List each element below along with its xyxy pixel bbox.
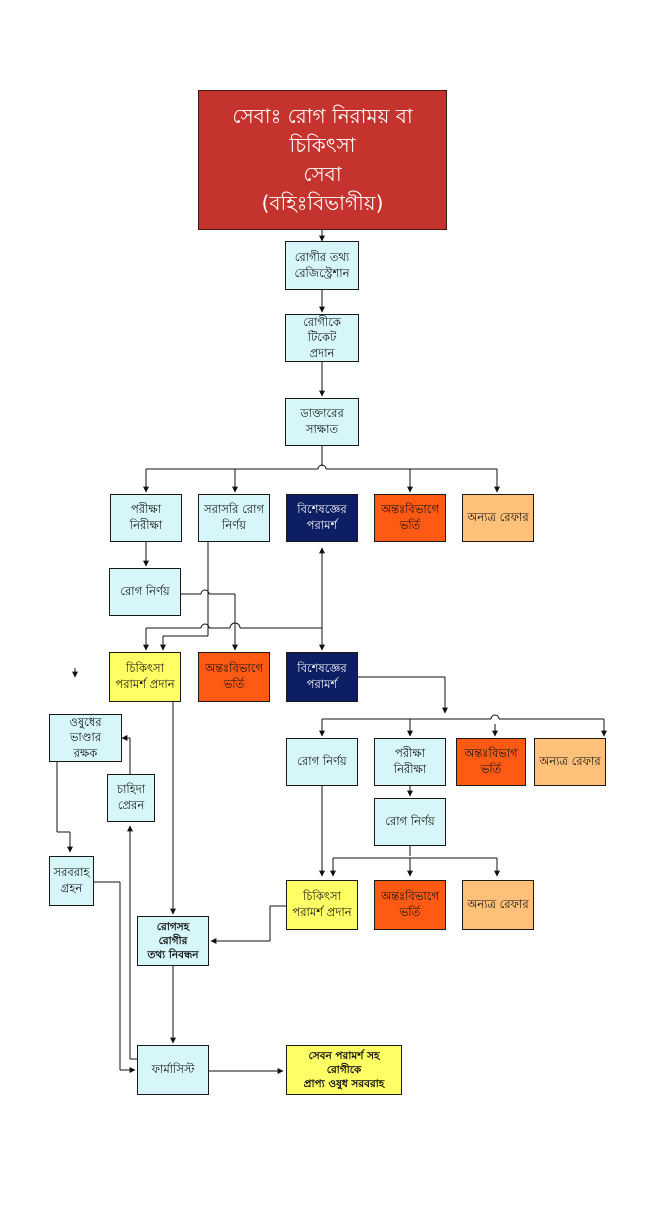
treatment-box-2: চিকিৎসা পরামর্শ প্রদান [286, 880, 358, 930]
store-keeper-box: ওষুধের ভাণ্ডার রক্ষক [49, 714, 122, 762]
refer-box-2: অন্যত্র রেফার [534, 738, 606, 786]
diagnosis-box-2: রোগ নির্ণয় [286, 738, 358, 786]
test-box-1: পরীক্ষা নিরীক্ষা [110, 494, 182, 542]
record-box: রোগসহ রোগীর তথ্য নিবন্ধন [137, 916, 209, 966]
registration-box: রোগীর তথ্য রেজিস্ট্রেশান [285, 241, 359, 290]
doctor-meet-box: ডাক্তারের সাক্ষাত [285, 398, 359, 446]
supply-receive-box: সরবরাহ গ্রহন [49, 856, 94, 906]
diagnosis-box-1: রোগ নির্ণয় [109, 568, 181, 616]
specialist-box-1: বিশেষজ্ঞের পরামর্শ [286, 494, 358, 542]
final-supply-box: সেবন পরামর্শ সহ রোগীকে প্রাপ্য ওষুধ সরবর… [286, 1045, 402, 1095]
pharmacist-box: ফার্মাসিস্ট [137, 1045, 209, 1095]
diagnosis-box-3: রোগ নির্ণয় [374, 798, 446, 846]
refer-box-3: অন্যত্র রেফার [462, 880, 534, 930]
admit-box-3: অন্তঃবিভাগ ভর্তি [456, 738, 526, 786]
specialist-box-2: বিশেষজ্ঞের পরামর্শ [286, 652, 358, 702]
admit-box-2: অন্তঃবিভাগে ভর্তি [198, 652, 270, 702]
admit-box-1: অন্তঃবিভাগে ভর্তি [374, 494, 446, 542]
direct-diagnosis-box: সরাসরি রোগ নির্ণয় [198, 494, 270, 542]
refer-box-1: অন্যত্র রেফার [462, 494, 534, 542]
demand-send-box: চাহিদা প্রেরন [107, 774, 155, 822]
admit-box-4: অন্তঃবিভাগে ভর্তি [374, 880, 446, 930]
treatment-box-1: চিকিৎসা পরামর্শ প্রদান [109, 652, 181, 702]
title-box: সেবাঃ রোগ নিরাময় বা চিকিৎসা সেবা (বহিঃব… [198, 90, 447, 230]
ticket-box: রোগীকে টিকেট প্রদান [285, 314, 359, 362]
test-box-2: পরীক্ষা নিরীক্ষা [374, 738, 446, 786]
